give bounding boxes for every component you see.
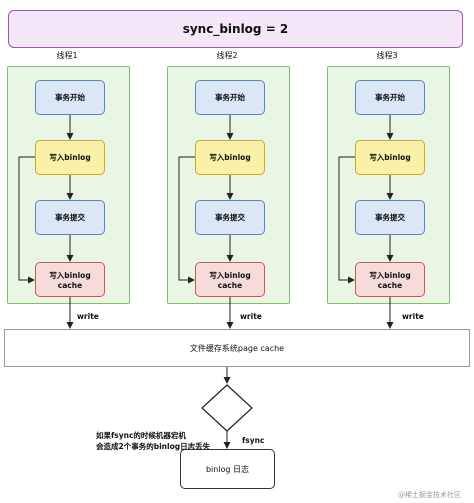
- thread-label-1: 线程1: [56, 51, 78, 60]
- node-tx-commit: 事务提交: [355, 200, 425, 235]
- crash-note: 如果fsync的时候机器宕机 会造成2个事务的binlog日志丢失: [96, 430, 210, 452]
- page-cache-box: 文件缓存系统page cache: [4, 329, 470, 367]
- write-label-3: write: [402, 312, 424, 321]
- fsync-label: fsync: [242, 436, 265, 445]
- decision-text: 累加事务 ==2: [199, 396, 255, 418]
- crash-note-line-1: 如果fsync的时候机器宕机: [96, 431, 186, 440]
- watermark: @稀土掘金技术社区: [398, 491, 461, 499]
- node-write-binlog-cache: 写入binlog cache: [35, 262, 105, 297]
- node-tx-start: 事务开始: [355, 80, 425, 115]
- title-text: sync_binlog = 2: [182, 22, 289, 36]
- node-tx-start: 事务开始: [195, 80, 265, 115]
- thread-label-3: 线程3: [376, 51, 398, 60]
- node-write-binlog: 写入binlog: [355, 140, 425, 175]
- node-write-binlog-cache: 写入binlog cache: [355, 262, 425, 297]
- node-write-binlog: 写入binlog: [35, 140, 105, 175]
- thread-label-2: 线程2: [216, 51, 238, 60]
- decision-line-2: ==2: [217, 408, 237, 417]
- node-tx-commit: 事务提交: [35, 200, 105, 235]
- title-banner: sync_binlog = 2: [8, 10, 463, 48]
- node-tx-start: 事务开始: [35, 80, 105, 115]
- write-label-2: write: [240, 312, 262, 321]
- node-write-binlog: 写入binlog: [195, 140, 265, 175]
- node-tx-commit: 事务提交: [195, 200, 265, 235]
- binlog-file-box: binlog 日志: [180, 449, 275, 489]
- decision-line-1: 累加事务: [211, 397, 243, 406]
- binlog-file-label: binlog 日志: [205, 464, 250, 474]
- page-cache-label: 文件缓存系统page cache: [189, 343, 285, 353]
- write-label-1: write: [77, 312, 99, 321]
- node-write-binlog-cache: 写入binlog cache: [195, 262, 265, 297]
- crash-note-line-2: 会造成2个事务的binlog日志丢失: [96, 442, 211, 451]
